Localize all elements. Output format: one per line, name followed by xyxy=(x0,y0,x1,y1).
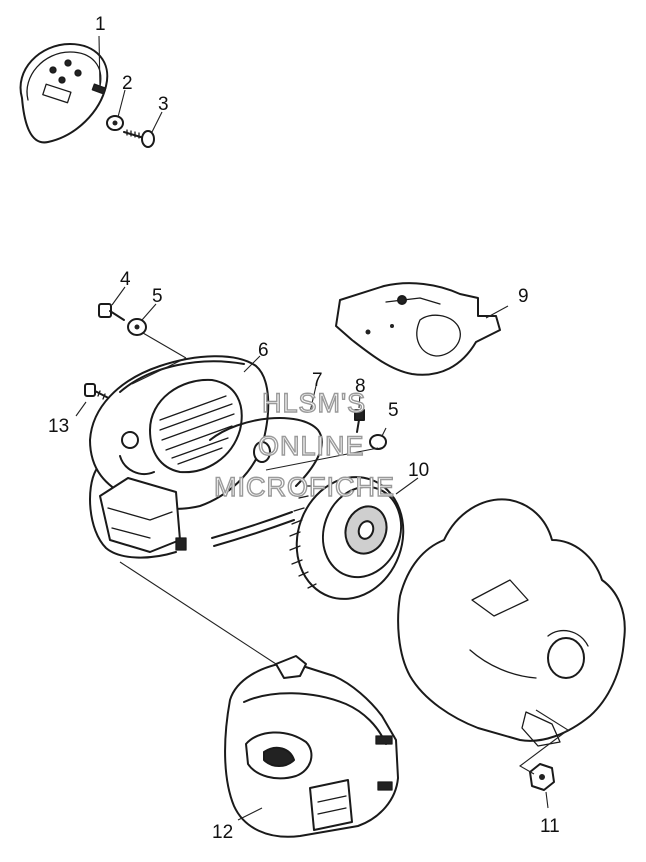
callout-2: 2 xyxy=(122,73,133,94)
callout-5-upper: 5 xyxy=(152,286,163,307)
part-6-fan-housing xyxy=(89,355,271,559)
callout-labels: 1 2 3 4 5 6 7 8 5 9 10 11 12 13 xyxy=(48,14,560,843)
callout-10: 10 xyxy=(408,460,429,481)
part-8-screw xyxy=(354,409,365,433)
watermark-line-2: ONLINE xyxy=(258,431,365,461)
part-2-washer xyxy=(106,115,124,131)
part-3-screw xyxy=(123,129,155,148)
part-5-washer-lower xyxy=(369,434,387,450)
part-13-bolt xyxy=(84,383,121,405)
callout-4: 4 xyxy=(120,269,131,290)
callout-8: 8 xyxy=(355,376,366,397)
part-11-nut xyxy=(529,763,555,791)
engine-block xyxy=(397,498,626,747)
part-10-flywheel xyxy=(289,476,405,600)
callout-9: 9 xyxy=(518,286,529,307)
callout-1: 1 xyxy=(95,14,106,35)
callout-3: 3 xyxy=(158,94,169,115)
callout-13: 13 xyxy=(48,416,69,437)
part-4-bolt xyxy=(98,303,125,321)
callout-5-lower: 5 xyxy=(388,400,399,421)
callout-12: 12 xyxy=(212,822,233,843)
callout-6: 6 xyxy=(258,340,269,361)
part-12-cylinder-shroud xyxy=(224,655,399,838)
part-5-washer-upper xyxy=(127,318,147,336)
leader-lines xyxy=(75,35,569,821)
part-9-gasket xyxy=(335,282,501,376)
part-1-oval-plate xyxy=(19,43,109,144)
watermark-line-1: HLSM'S xyxy=(262,388,366,418)
watermark-line-3: MICROFICHE xyxy=(214,472,395,502)
callout-7: 7 xyxy=(312,370,323,391)
watermark: HLSM'S ONLINE MICROFICHE xyxy=(213,387,395,502)
part-7-hose xyxy=(209,416,323,547)
callout-11: 11 xyxy=(540,816,560,837)
